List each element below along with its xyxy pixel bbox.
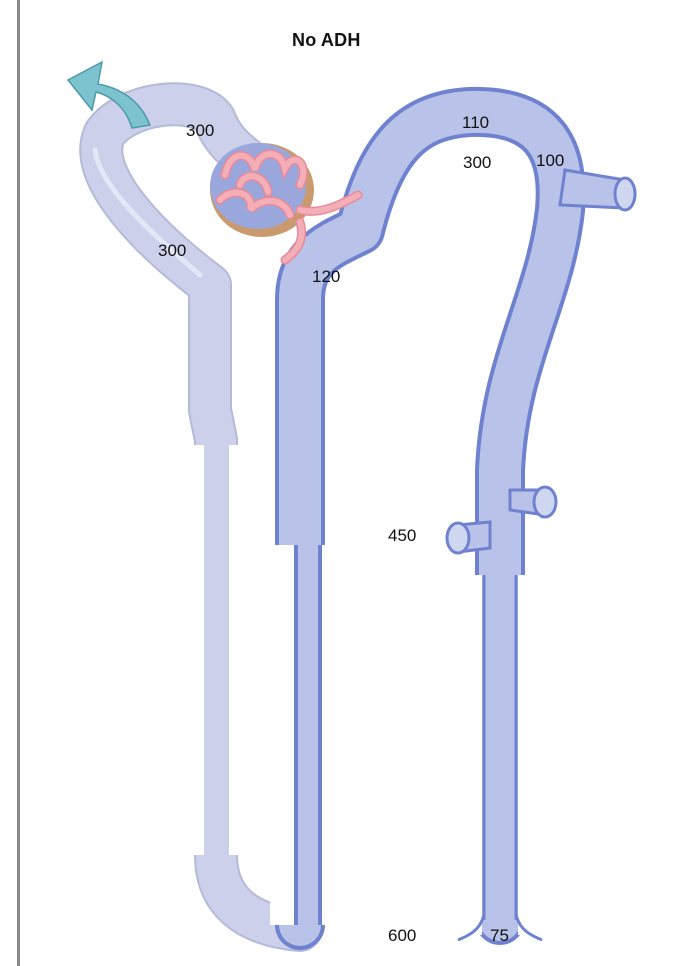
label-early-collecting-duct: 100 xyxy=(536,152,564,169)
collecting-duct-mask-right xyxy=(518,575,540,935)
ascending-limb-mask-left xyxy=(270,545,294,925)
collecting-duct-branch-right xyxy=(510,487,556,517)
label-medulla-mid: 450 xyxy=(388,527,416,544)
label-proximal-tubule-descending: 300 xyxy=(158,242,186,259)
descending-limb-mask-right xyxy=(229,445,247,855)
label-thick-ascending-limb: 120 xyxy=(312,268,340,285)
collecting-duct-mask-left xyxy=(460,575,482,935)
label-final-urine: 75 xyxy=(490,927,509,944)
connecting-tubule-stub xyxy=(560,170,635,210)
collecting-duct-bottom-fill xyxy=(486,575,514,925)
label-distal-tubule-top: 110 xyxy=(462,114,489,131)
collecting-duct-branch-left xyxy=(447,522,490,553)
ascending-limb-mask-right xyxy=(322,545,346,925)
label-distal-tubule-inner: 300 xyxy=(463,154,491,171)
label-proximal-tubule-top: 300 xyxy=(186,122,214,139)
label-medulla-deep: 600 xyxy=(388,927,416,944)
descending-limb-mask-left xyxy=(186,445,204,855)
